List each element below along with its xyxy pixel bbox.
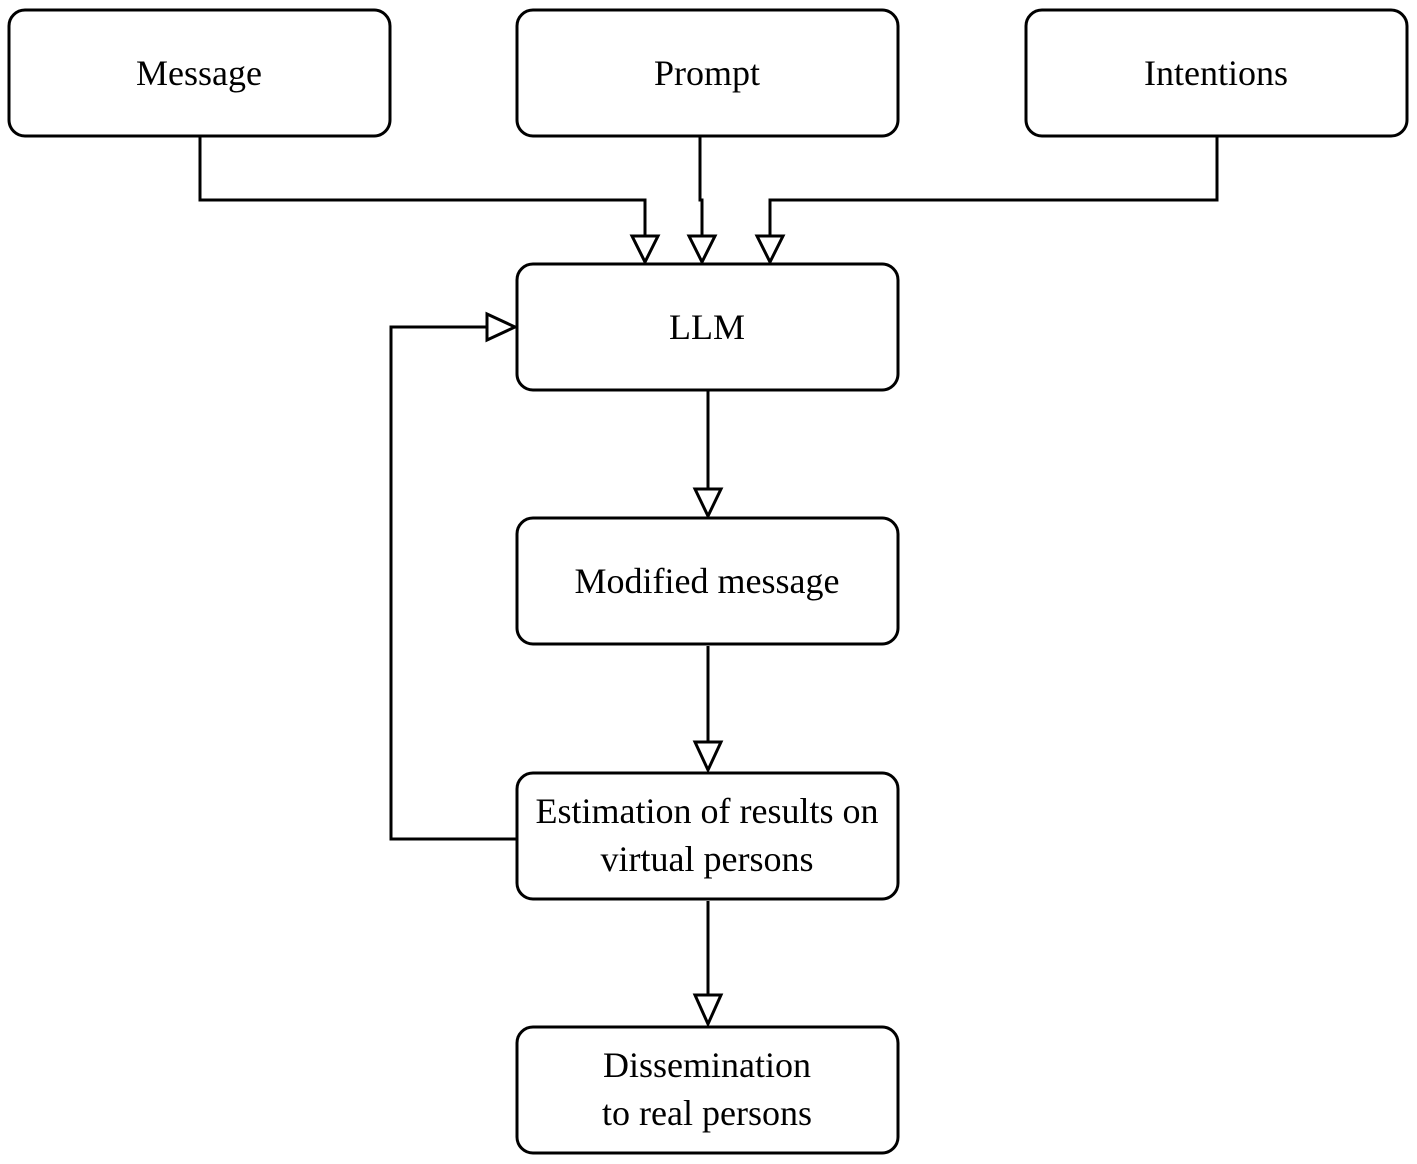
node-prompt-box	[515, 8, 900, 138]
arrow-head-modified-message-to-estimation	[692, 740, 724, 774]
node-llm-box	[515, 262, 900, 392]
arrow-head-intentions-to-llm	[754, 234, 786, 266]
edge-intentions-to-llm	[768, 137, 1219, 236]
edge-estimation-to-llm-feedback	[389, 325, 517, 841]
node-message: Message	[7, 8, 392, 138]
arrow-head-message-to-llm	[629, 234, 661, 266]
arrow-head-llm-to-modified-message	[692, 487, 724, 520]
arrow-head-estimation-to-dissemination	[692, 993, 724, 1028]
arrow-head-estimation-to-llm-feedback	[485, 311, 519, 343]
node-prompt-label: Prompt	[654, 53, 760, 93]
node-estimation: Estimation of results on virtual persons	[515, 771, 900, 901]
node-message-label: Message	[136, 53, 262, 93]
node-dissemination-box	[515, 1025, 900, 1155]
node-intentions-box	[1024, 8, 1409, 138]
edge-message-to-llm	[198, 137, 647, 236]
node-dissemination: Dissemination to real persons	[515, 1025, 900, 1155]
node-dissemination-label-line-1: Dissemination	[603, 1045, 811, 1085]
node-estimation-box	[515, 771, 900, 901]
node-estimation-label-line-1: Estimation of results on	[536, 791, 879, 831]
node-intentions: Intentions	[1024, 8, 1409, 138]
arrow-head-prompt-to-llm	[686, 234, 718, 266]
node-modified-message: Modified message	[515, 516, 900, 646]
node-modified-message-box	[515, 516, 900, 646]
node-llm-label: LLM	[669, 307, 745, 347]
node-message-box	[7, 8, 392, 138]
node-llm: LLM	[515, 262, 900, 392]
edges	[198, 137, 1219, 1028]
node-dissemination-label-line-2: to real persons	[602, 1093, 812, 1133]
node-modified-message-label: Modified message	[575, 561, 840, 601]
node-estimation-label-line-2: virtual persons	[601, 839, 814, 879]
edge-prompt-to-llm	[698, 137, 704, 236]
node-prompt: Prompt	[515, 8, 900, 138]
node-intentions-label: Intentions	[1144, 53, 1288, 93]
